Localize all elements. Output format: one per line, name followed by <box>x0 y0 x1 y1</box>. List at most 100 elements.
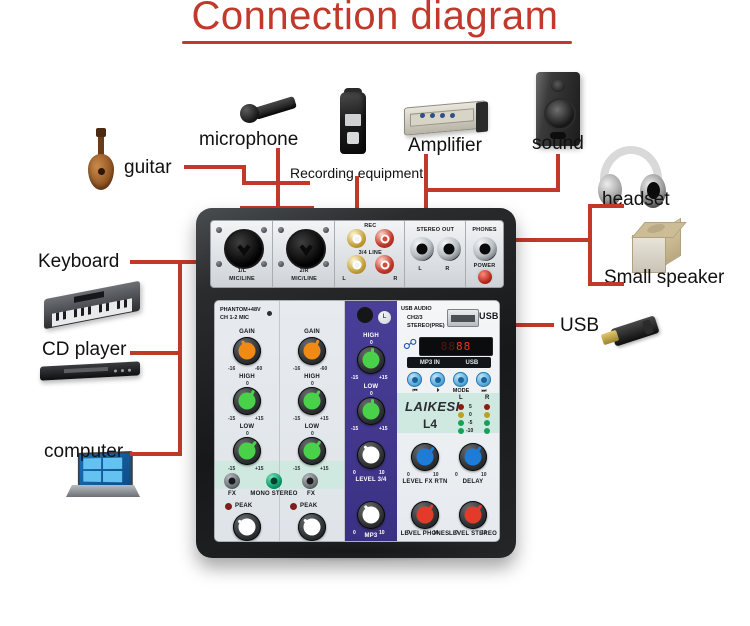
high-mid-2: 0 <box>311 381 314 387</box>
rear-jack-panel: 1/L MIC/LINE 2/R MIC/LINE REC 3/4 LINE <box>210 220 504 288</box>
power-label: POWER <box>473 263 496 269</box>
usb-audio-label: USB AUDIO <box>401 306 432 312</box>
knob-label-low-1: LOW <box>239 424 255 430</box>
knob-label-fx-return: LEVEL FX RTN <box>402 479 448 485</box>
device-label-usb: USB <box>560 315 600 336</box>
low-max-1: +15 <box>255 466 264 472</box>
jack-label-ch1-line1: 1/L <box>237 268 247 274</box>
high-eq-knob-ch34[interactable] <box>357 346 385 374</box>
xlr-jack-ch1[interactable] <box>224 229 264 269</box>
level-knob-ch1[interactable] <box>233 513 261 541</box>
knob-label-level-34: LEVEL 3/4 <box>355 477 387 483</box>
low-mid-2: 0 <box>311 431 314 437</box>
fxrtn-min: 0 <box>407 472 410 478</box>
meter-scale-1: 0 <box>469 412 472 418</box>
wire-headset <box>588 204 624 208</box>
stereo-out-left-label: L <box>418 266 422 272</box>
wire-sound-h <box>424 188 560 192</box>
audio-mixer: 1/L MIC/LINE 2/R MIC/LINE REC 3/4 LINE <box>196 208 516 562</box>
wire-small-speaker <box>588 282 624 286</box>
power-button[interactable] <box>477 270 492 284</box>
phones-max: 10 <box>433 530 439 536</box>
high-mid-1: 0 <box>246 381 249 387</box>
wire-guitar-v <box>242 165 246 185</box>
high-min-2: -15 <box>293 416 301 422</box>
page-title: Connection diagram <box>191 0 559 38</box>
level-knob-ch2[interactable] <box>298 513 326 541</box>
peak-led-ch1 <box>225 503 232 510</box>
speaker-icon <box>536 72 586 150</box>
transport-mode-button[interactable] <box>453 372 468 387</box>
mono-stereo-jack[interactable] <box>266 473 282 489</box>
fx-return-level-knob[interactable] <box>411 443 439 471</box>
level34-max: 10 <box>379 470 385 476</box>
knob-label-stereo-level: LEVEL STEREO <box>449 531 497 537</box>
knob-label-high-1: HIGH <box>239 374 255 380</box>
low-eq-knob-ch1[interactable] <box>233 437 261 465</box>
high-eq-knob-ch1[interactable] <box>233 387 261 415</box>
gain-max-2: -60 <box>320 366 328 372</box>
high-max-1: +15 <box>255 416 264 422</box>
knob-label-mp3: MP3 <box>364 533 378 539</box>
rear-cell-rca: REC 3/4 LINE L R <box>335 221 406 287</box>
transport-play-button[interactable] <box>430 372 445 387</box>
level34-min: 0 <box>353 470 356 476</box>
stereo-out-left-jack[interactable] <box>410 237 435 261</box>
title-underline <box>182 41 572 44</box>
mp3-level-knob[interactable] <box>357 501 385 529</box>
high-min-1: -15 <box>228 416 236 422</box>
xlr-jack-ch2[interactable] <box>286 229 327 269</box>
meter-led-l-3 <box>458 420 464 426</box>
wire-keyboard <box>130 260 182 264</box>
jack-label-ch1-line2: MIC/LINE <box>229 276 255 282</box>
mono-stereo-label: MONO STEREO <box>250 491 298 497</box>
phantom-power-label-line2: CH 1-2 MIC <box>220 315 250 321</box>
meter-label-left: L <box>459 395 463 401</box>
fxrtn-max: 10 <box>433 472 439 478</box>
stereo-out-right-jack[interactable] <box>437 237 462 261</box>
rca-rec-left[interactable] <box>347 229 367 248</box>
transport-prev-button[interactable] <box>407 372 422 387</box>
wire-guitar-h1 <box>184 165 246 169</box>
low-eq-knob-ch34[interactable] <box>357 397 385 425</box>
rca-line34-left[interactable] <box>347 255 367 274</box>
mp3-min: 0 <box>353 530 356 536</box>
transport-next-button[interactable] <box>476 372 491 387</box>
high-eq-knob-ch2[interactable] <box>298 387 326 415</box>
usb-port[interactable] <box>447 309 479 327</box>
rca-group-label-rec: REC <box>364 223 377 229</box>
stereo-level-knob[interactable] <box>459 501 487 529</box>
brand-name: LAIKESI <box>405 399 460 414</box>
device-label-small-speaker: Small speaker <box>604 267 725 288</box>
low-mid-34: 0 <box>370 391 373 397</box>
led-display-value: 88 <box>456 340 472 353</box>
rear-cell-phones-power: PHONES POWER <box>466 221 503 287</box>
low-eq-knob-ch2[interactable] <box>298 437 326 465</box>
rca-group-label-line34: 3/4 LINE <box>358 250 382 256</box>
rear-cell-stereo-out: STEREO OUT L R <box>405 221 466 287</box>
phones-jack[interactable] <box>472 237 497 261</box>
fx-send-jack-ch2[interactable] <box>302 473 318 489</box>
meter-led-r-4 <box>484 428 490 434</box>
phones-level-knob[interactable] <box>411 501 439 529</box>
transport-play-glyph: ⏵ <box>436 388 440 394</box>
mic-capsule-dot <box>357 307 373 323</box>
bluetooth-icon: ☍ <box>403 336 418 352</box>
stereo-min: 0 <box>455 530 458 536</box>
meter-scale-3: -10 <box>466 428 474 434</box>
device-label-keyboard: Keyboard <box>38 251 120 272</box>
gain-knob-ch2[interactable] <box>298 337 326 365</box>
rear-cell-ch2: 2/R MIC/LINE <box>273 221 336 287</box>
knob-label-low-2: LOW <box>304 424 320 430</box>
rca-line34-right[interactable] <box>375 255 395 274</box>
led-display-dim: 88 <box>440 340 456 353</box>
level-knob-ch34[interactable] <box>357 441 385 469</box>
gain-knob-ch1[interactable] <box>233 337 261 365</box>
fx-send-jack-ch1[interactable] <box>224 473 240 489</box>
delay-knob[interactable] <box>459 443 487 471</box>
led-display: 88 88 <box>419 337 493 356</box>
meter-led-l-2 <box>458 412 464 418</box>
rca-rec-right[interactable] <box>375 229 395 248</box>
meter-led-l-1 <box>458 404 464 410</box>
device-label-microphone: microphone <box>199 129 299 150</box>
